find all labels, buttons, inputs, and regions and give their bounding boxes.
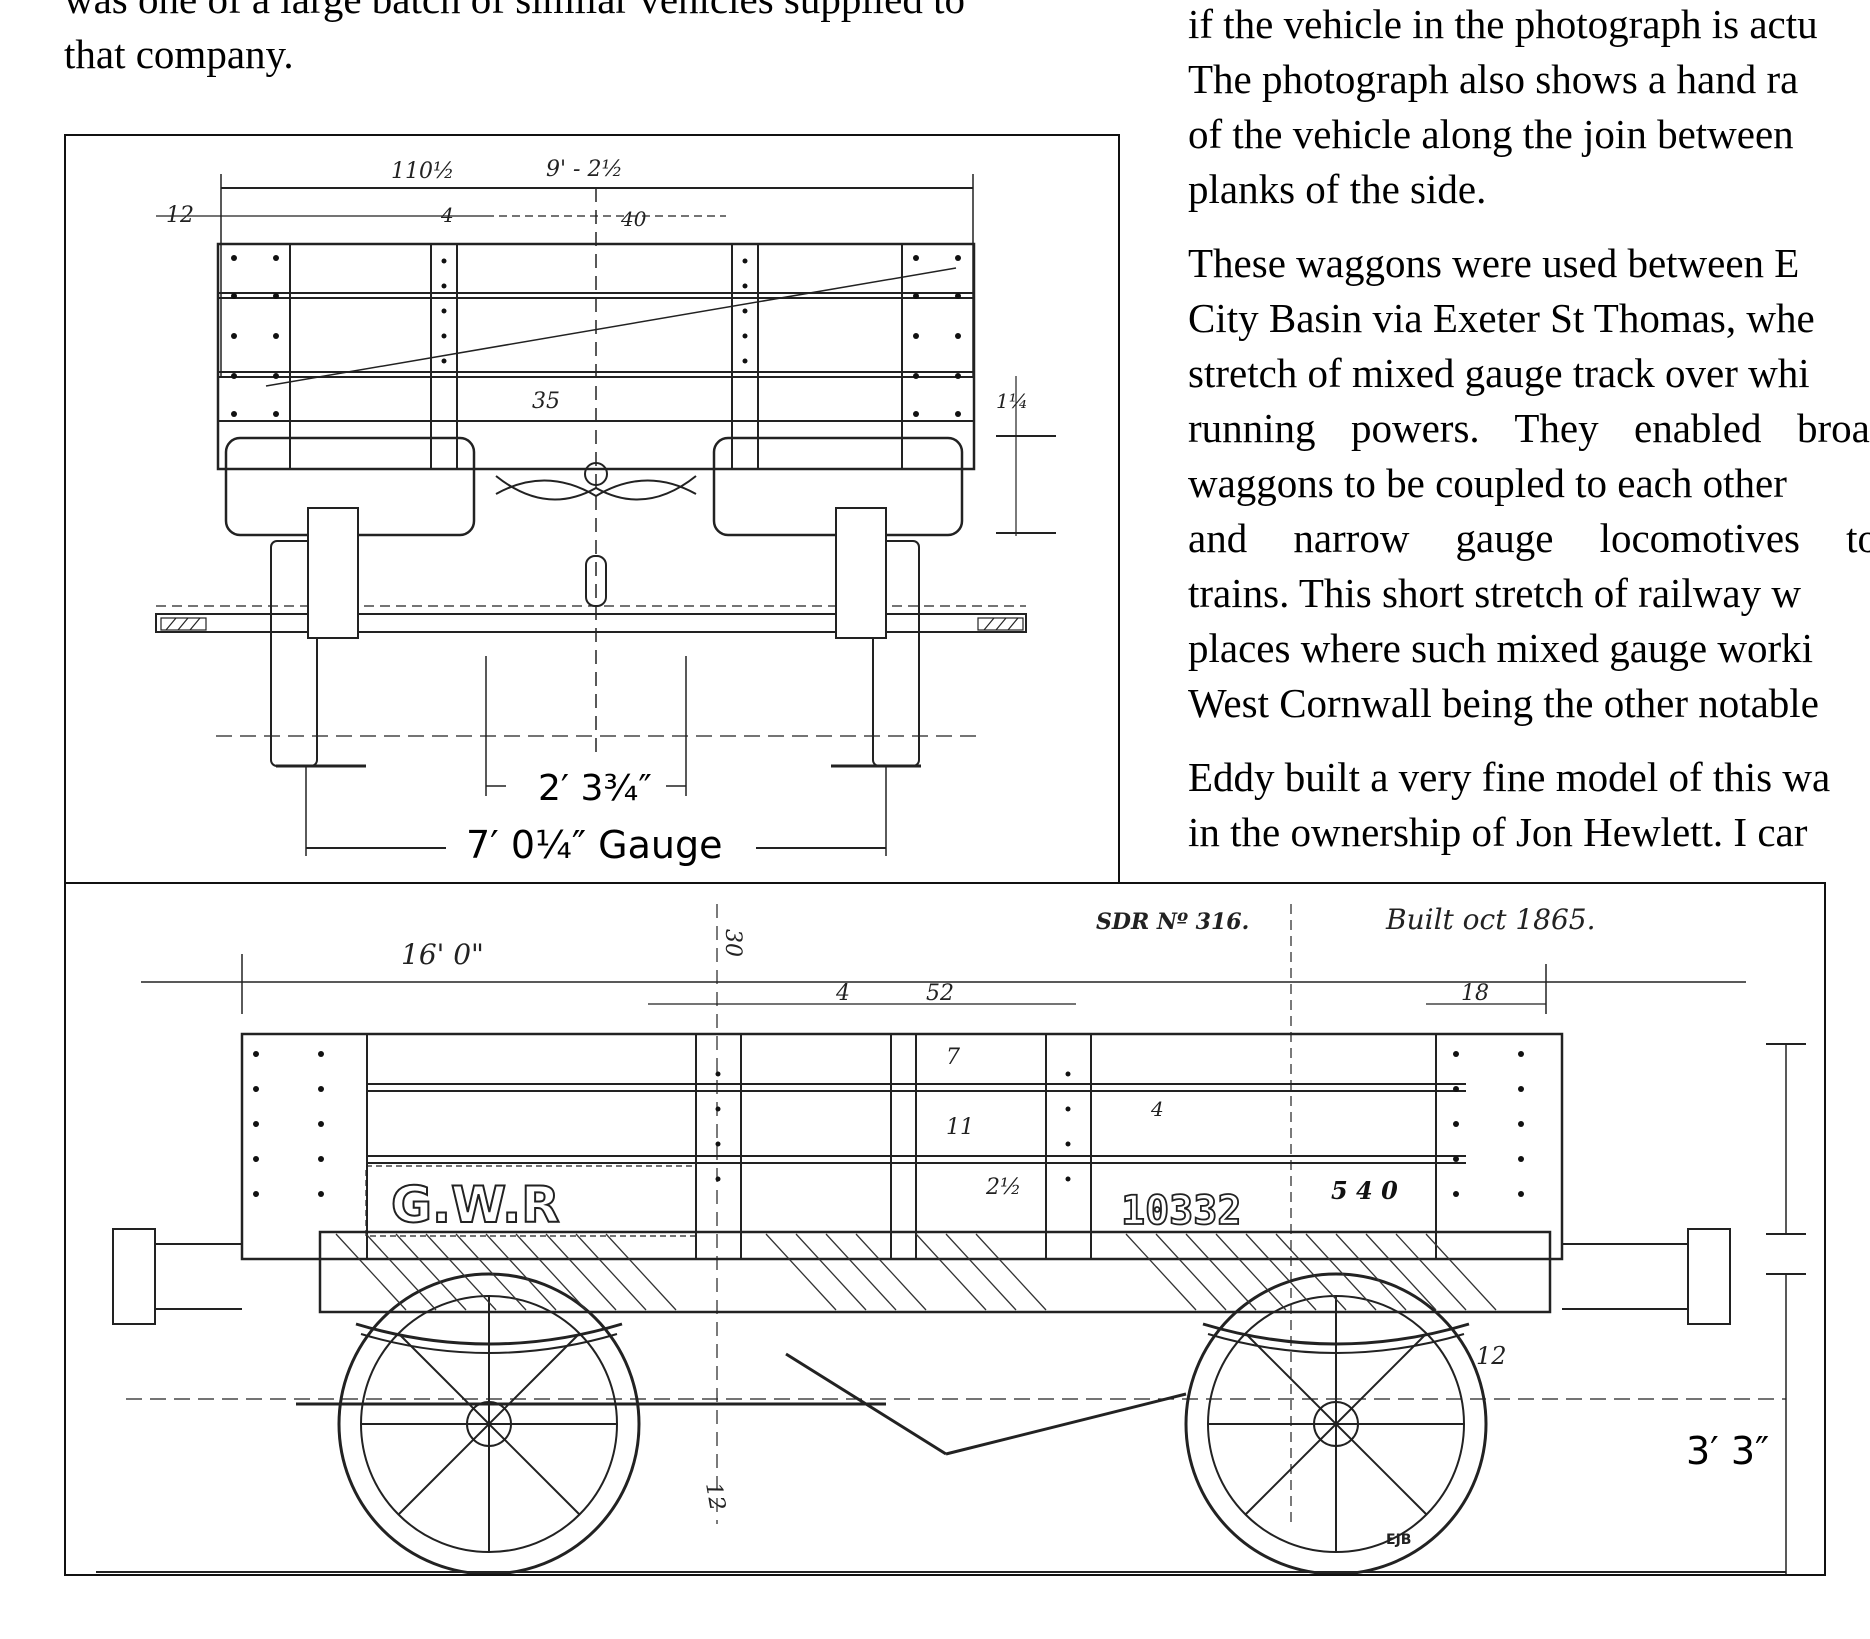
- dim-4-brace: 4: [1150, 1097, 1164, 1121]
- dim-2-half: 2½: [985, 1175, 1021, 1200]
- right-paragraph-3: Eddy built a very fine model of this wa …: [1188, 750, 1870, 860]
- text-line: of the vehicle along the join between: [1188, 111, 1794, 157]
- text-line: The photograph also shows a hand ra: [1188, 56, 1799, 102]
- dim-gauge: 7′ 0¼″ Gauge: [466, 823, 722, 867]
- left-text-line-1: was one of a large batch of similar vehi…: [64, 0, 965, 27]
- text-line: These waggons were used between E: [1188, 240, 1800, 286]
- text-line: if the vehicle in the photograph is actu: [1188, 1, 1818, 47]
- dim-40: 40: [620, 207, 647, 231]
- left-text-line-2: that company.: [64, 31, 294, 77]
- dim-35: 35: [532, 389, 560, 414]
- dim-110-half: 110½: [391, 159, 454, 184]
- text-line: planks of the side.: [1188, 166, 1487, 212]
- dim-12-lower: 12: [700, 1481, 729, 1513]
- dim-16-0: 16' 0": [401, 938, 484, 971]
- dim-7: 7: [946, 1045, 960, 1070]
- text-line: running powers. They enabled broac: [1188, 405, 1870, 451]
- text-line: stretch of mixed gauge track over whi: [1188, 350, 1810, 396]
- side-view-svg: 30 16' 0" SDR Nº 316. Built oct 1865. 4 …: [96, 903, 1806, 1574]
- dim-4: 4: [835, 981, 850, 1006]
- note-built-date: Built oct 1865.: [1385, 903, 1596, 936]
- right-column-text: if the vehicle in the photograph is actu…: [1188, 0, 1870, 860]
- dim-30: 30: [720, 929, 745, 957]
- dim-18: 18: [1461, 981, 1489, 1006]
- text-line: West Cornwall being the other notable: [1188, 680, 1819, 726]
- right-paragraph-2: These waggons were used between E City B…: [1188, 236, 1870, 731]
- tare-number: 5 4 0: [1331, 1176, 1398, 1205]
- dim-1-quarter: 1¼: [996, 389, 1028, 413]
- wagon-side-view-drawing: 30 16' 0" SDR Nº 316. Built oct 1865. 4 …: [64, 882, 1826, 1576]
- dim-inner-gauge: 2′ 3¾″: [538, 768, 652, 809]
- dim-52: 52: [926, 981, 954, 1006]
- text-line: places where such mixed gauge worki: [1188, 625, 1814, 671]
- dim-12-buffer: 12: [1476, 1342, 1507, 1370]
- left-column-text: was one of a large batch of similar vehi…: [64, 0, 965, 82]
- text-line: waggons to be coupled to each other: [1188, 460, 1787, 506]
- text-line: and narrow gauge locomotives to: [1188, 515, 1870, 561]
- dim-9-2-half: 9' - 2½: [546, 157, 623, 182]
- note-sdr-number: SDR Nº 316.: [1096, 909, 1249, 935]
- draughtsman-signature: EJB: [1386, 1532, 1411, 1548]
- text-line: Eddy built a very fine model of this wa: [1188, 754, 1831, 800]
- dim-height: 3′ 3″: [1686, 1429, 1769, 1473]
- wagon-number: 10332: [1121, 1188, 1241, 1234]
- dim-11: 11: [946, 1115, 974, 1140]
- gwr-lettering: G.W.R: [391, 1176, 560, 1234]
- right-paragraph-1: if the vehicle in the photograph is actu…: [1188, 0, 1870, 217]
- dim-12: 12: [166, 203, 194, 228]
- text-line: City Basin via Exeter St Thomas, whe: [1188, 295, 1815, 341]
- dim-4: 4: [440, 203, 454, 227]
- text-line: in the ownership of Jon Hewlett. I car: [1188, 809, 1808, 855]
- end-view-svg: 110½ 9' - 2½ 12 4 40 35 1¼ 2′ 3¾″ 7′ 0¼″…: [155, 157, 1056, 867]
- wagon-end-view-drawing: 110½ 9' - 2½ 12 4 40 35 1¼ 2′ 3¾″ 7′ 0¼″…: [64, 134, 1120, 886]
- text-line: trains. This short stretch of railway w: [1188, 570, 1801, 616]
